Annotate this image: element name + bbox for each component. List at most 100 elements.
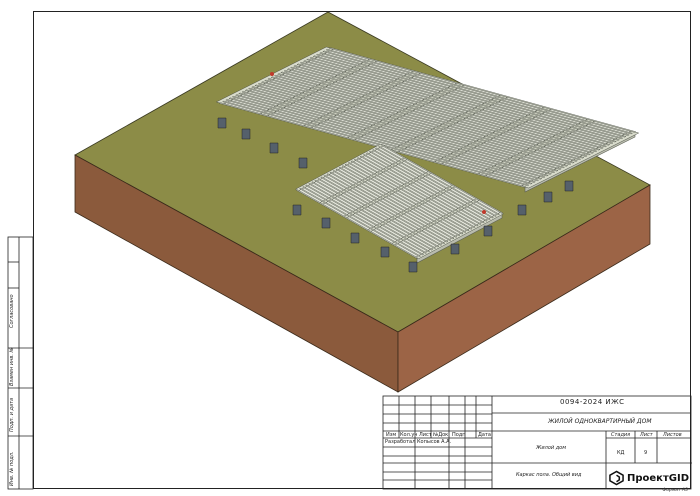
wing-joist <box>320 176 443 246</box>
main-joist <box>218 102 527 188</box>
main-joist <box>302 60 611 146</box>
wing-joist <box>371 149 494 219</box>
main-joist <box>280 71 588 157</box>
ground-right-face <box>397 184 651 393</box>
floor-framing <box>215 46 640 273</box>
marker-point <box>270 72 274 76</box>
wing-joist <box>329 171 452 241</box>
main-joist <box>293 65 601 151</box>
wing-joist <box>308 183 431 253</box>
pile-column <box>217 117 227 129</box>
wing-joist <box>362 154 485 224</box>
main-joist <box>322 50 630 136</box>
main-joist <box>260 81 569 167</box>
pile-column <box>241 128 251 140</box>
main-joist <box>251 86 559 172</box>
main-joist <box>289 66 598 152</box>
wing-joist <box>377 146 500 216</box>
wing-joist <box>338 166 461 237</box>
main-joist <box>296 63 604 149</box>
sheets-header: Листов <box>663 432 682 438</box>
main-joist <box>286 68 595 154</box>
col-header-izm: Изм <box>386 432 397 438</box>
wing-joist <box>332 170 455 240</box>
pile-column <box>292 204 302 216</box>
sheet-frame <box>33 11 691 489</box>
main-joist <box>315 53 624 140</box>
main-joist <box>270 76 579 162</box>
wing-joist <box>314 179 437 249</box>
wing-joist <box>350 160 473 230</box>
wing-joist <box>296 189 418 259</box>
pile-column <box>483 225 493 237</box>
main-joist <box>234 94 543 180</box>
wing-joist <box>326 173 449 243</box>
main-joist <box>238 92 546 178</box>
marker-point <box>482 210 486 214</box>
object-name: Жилой дом <box>536 445 567 451</box>
wing-joist <box>353 158 476 228</box>
wing-joist <box>381 144 503 214</box>
company-name: ПроектGID <box>627 472 689 484</box>
main-joist <box>319 52 627 138</box>
main-joist <box>267 78 575 164</box>
main-joist <box>328 47 637 133</box>
stage-value: КД <box>617 450 625 456</box>
wing-joist <box>365 152 488 222</box>
main-joist <box>299 61 608 148</box>
wing-joist <box>359 155 482 225</box>
document-code: 0094-2024 ИЖС <box>560 398 625 406</box>
wing-joist <box>368 150 491 220</box>
pile-column <box>564 180 574 192</box>
main-joist <box>264 79 572 165</box>
pile-column <box>543 191 553 203</box>
main-joist <box>221 100 530 186</box>
wing-joist <box>311 181 434 251</box>
main-joist <box>312 55 621 141</box>
main-joist <box>241 91 549 177</box>
main-joist <box>276 73 585 159</box>
wing-joist <box>335 168 458 238</box>
wing-joist <box>347 162 470 232</box>
pile-column <box>408 261 418 273</box>
pile-column <box>321 217 331 229</box>
building-name: ЖИЛОЙ ОДНОКВАРТИРНЫЙ ДОМ <box>548 418 652 425</box>
col-header-date: Дата <box>478 432 491 438</box>
wing-joist <box>317 178 440 248</box>
main-joist <box>273 74 582 161</box>
col-header-doc-no: №Док <box>433 432 449 438</box>
main-joist <box>306 58 614 144</box>
stage-header: Стадия <box>611 432 631 438</box>
company-logo: ПроектGID <box>609 469 689 487</box>
wing-joist <box>341 165 464 235</box>
pile-column <box>269 142 279 154</box>
main-joist <box>283 70 591 156</box>
wing-joist <box>356 157 479 227</box>
role-developed: Разработал <box>385 439 416 445</box>
col-header-list: Лист <box>419 432 432 438</box>
sheet-format: Формат А3 <box>662 488 688 493</box>
pile-column <box>380 246 390 258</box>
main-joist <box>247 87 556 174</box>
wing-joist <box>299 187 422 257</box>
sheet-header: Лист <box>640 432 653 438</box>
pile-column <box>517 204 527 216</box>
main-joist <box>254 84 562 170</box>
drawing-title: Каркас пола. Общий вид <box>516 472 582 478</box>
main-joist <box>257 83 566 169</box>
pile-column <box>298 157 308 169</box>
col-header-kol-uch: Кол.уч <box>400 432 418 438</box>
main-joist <box>228 97 536 183</box>
wing-joist <box>344 163 467 233</box>
wing-joist <box>374 147 497 217</box>
main-joist <box>325 49 634 135</box>
main-joist <box>225 99 533 185</box>
company-logo-icon <box>609 470 624 486</box>
pile-column <box>350 232 360 244</box>
main-joist <box>309 57 617 143</box>
main-joist <box>231 95 540 182</box>
wing-joist <box>302 186 425 256</box>
